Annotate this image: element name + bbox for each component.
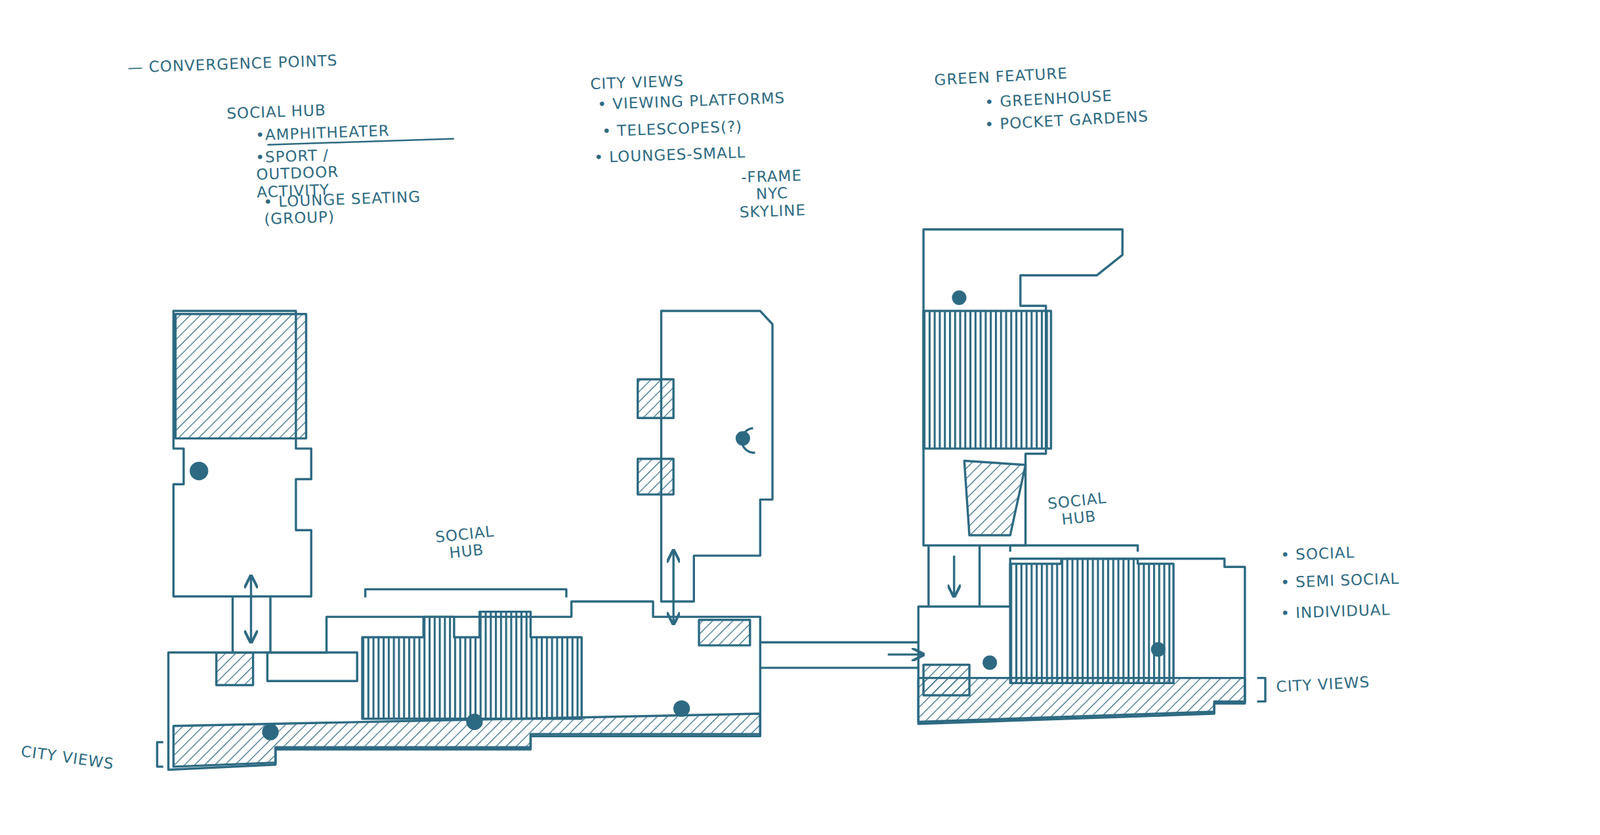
edge-label: CITY VIEWS	[20, 742, 116, 774]
bullet-note: • SEMI SOCIAL	[1280, 570, 1400, 592]
bullet-note: • INDIVIDUAL	[1280, 601, 1391, 623]
bullet-note: • LOUNGE SEATING (GROUP)	[263, 187, 449, 230]
bullet-note: •AMPHITHEATER	[255, 122, 390, 145]
note-heading: CITY VIEWS	[589, 72, 684, 93]
bullet-note: • TELESCOPES(?)	[601, 117, 743, 140]
bullet-note: • LOUNGES-SMALL	[593, 143, 747, 167]
heading-note: — CONVERGENCE POINTS	[127, 51, 338, 77]
bullet-note: • POCKET GARDENS	[984, 107, 1150, 134]
bullet-note: -FRAME NYC SKYLINE	[730, 166, 814, 222]
note-heading: GREEN FEATURE	[933, 64, 1069, 89]
zone-label: SOCIAL HUB	[423, 521, 508, 566]
bullet-note: • VIEWING PLATFORMS	[597, 89, 786, 113]
edge-label: CITY VIEWS	[1275, 673, 1371, 696]
zone-label: SOCIAL HUB	[1035, 488, 1121, 532]
bullet-note: • SOCIAL	[1280, 544, 1356, 564]
note-heading: SOCIAL HUB	[226, 101, 327, 123]
bullet-note: • GREENHOUSE	[984, 87, 1113, 112]
